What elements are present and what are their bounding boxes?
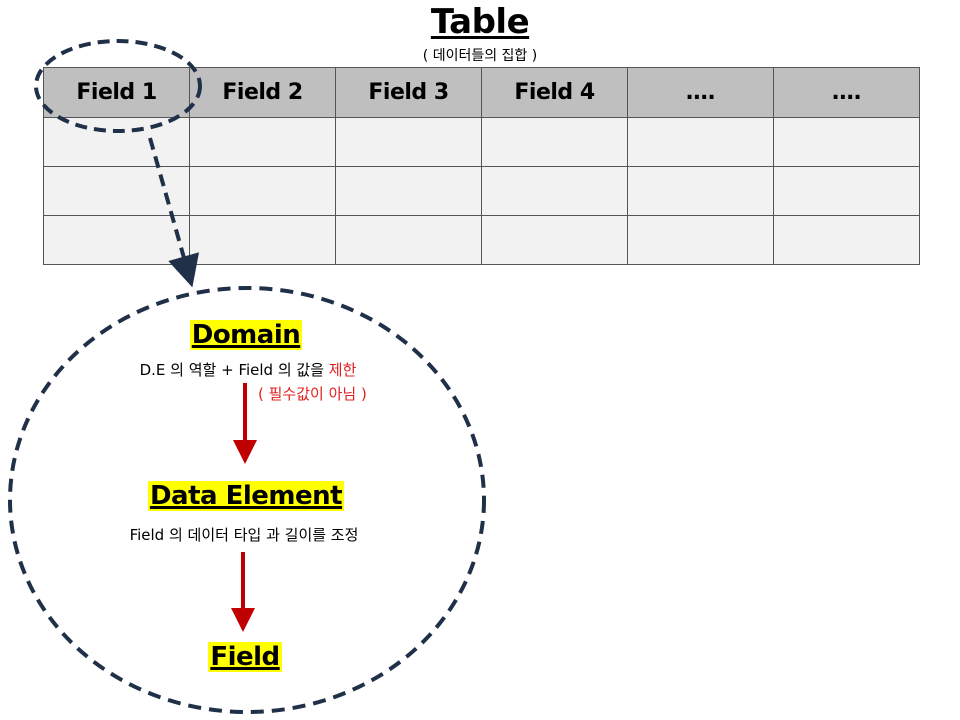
page-subtitle: ( 데이터들의 집합 ) <box>422 48 538 64</box>
header-field-4: Field 4 <box>481 67 628 118</box>
table-cell <box>773 166 920 216</box>
field-block: Field <box>0 642 490 672</box>
table-cell <box>773 215 920 265</box>
domain-desc-main: D.E 의 역할 + Field 의 값을 <box>139 361 329 379</box>
data-element-block: Data Element <box>0 481 492 511</box>
table-row <box>43 117 920 167</box>
table-cell <box>189 215 336 265</box>
detail-dashed-circle <box>8 286 486 714</box>
table-header-row: Field 1 Field 2 Field 3 Field 4 …. …. <box>43 67 920 118</box>
table-cell <box>481 166 628 216</box>
domain-label: Domain <box>189 320 303 350</box>
header-field-3: Field 3 <box>335 67 482 118</box>
table-cell <box>481 117 628 167</box>
page-title: Table <box>430 2 530 42</box>
table-cell <box>773 117 920 167</box>
header-ellipsis-1: …. <box>627 67 774 118</box>
table-cell <box>43 166 190 216</box>
data-element-description: Field 의 데이터 타입 과 길이를 조정 <box>129 526 359 544</box>
table-cell <box>43 215 190 265</box>
domain-note: ( 필수값이 아님 ) <box>258 385 367 403</box>
field1-highlight-ellipse <box>34 39 202 133</box>
table-cell <box>43 117 190 167</box>
field-label: Field <box>208 642 282 672</box>
table-cell <box>335 215 482 265</box>
table-diagram: Field 1 Field 2 Field 3 Field 4 …. …. <box>43 67 920 265</box>
table-cell <box>335 117 482 167</box>
table-cell <box>627 215 774 265</box>
domain-desc-emphasis: 제한 <box>328 361 357 379</box>
table-row <box>43 215 920 265</box>
domain-description: D.E 의 역할 + Field 의 값을 제한 <box>0 359 496 380</box>
connector-arrow <box>148 137 200 288</box>
data-element-label: Data Element <box>147 481 345 511</box>
table-row <box>43 166 920 216</box>
table-cell <box>189 166 336 216</box>
table-cell <box>627 117 774 167</box>
table-cell <box>481 215 628 265</box>
header-field-2: Field 2 <box>189 67 336 118</box>
table-cell <box>189 117 336 167</box>
header-field-1: Field 1 <box>43 67 190 118</box>
domain-block: Domain <box>0 320 492 350</box>
